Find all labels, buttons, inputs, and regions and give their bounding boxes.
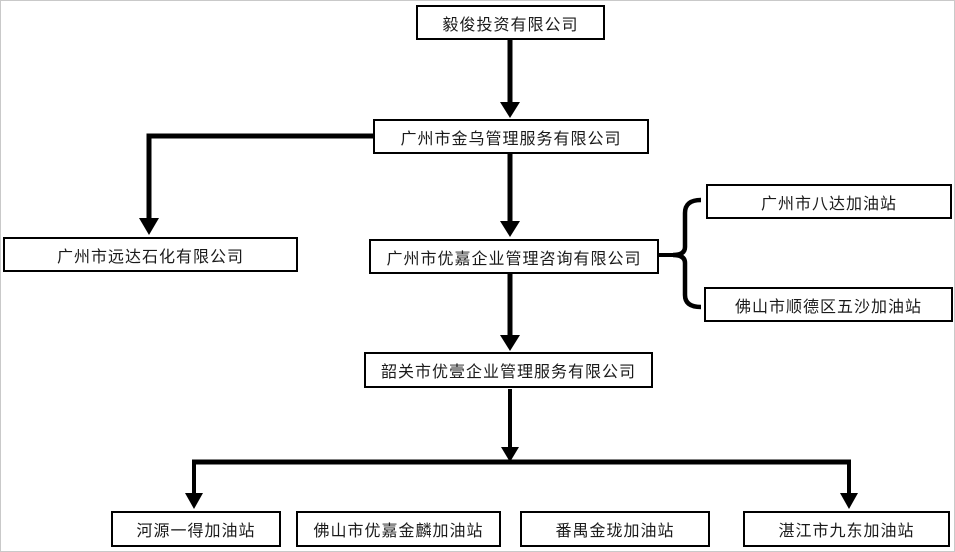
node-label: 佛山市优嘉金麟加油站 <box>313 523 484 540</box>
node-yijun-investment: 毅俊投资有限公司 <box>416 5 605 40</box>
node-label: 广州市优嘉企业管理咨询有限公司 <box>386 250 642 268</box>
arrowhead-jinwu-to-youjia <box>500 221 520 237</box>
node-youyi-management: 韶关市优壹企业管理服务有限公司 <box>364 352 653 388</box>
node-label: 佛山市顺德区五沙加油站 <box>734 298 922 316</box>
node-jinwu-management: 广州市金乌管理服务有限公司 <box>373 119 649 154</box>
node-yuanda-petrochemical: 广州市远达石化有限公司 <box>3 237 298 272</box>
arrowhead-bus-to-zhanjiang <box>840 493 858 509</box>
node-bada-gas-station: 广州市八达加油站 <box>706 184 952 219</box>
node-label: 广州市八达加油站 <box>760 195 897 213</box>
node-heyuan-gas-station: 河源一得加油站 <box>111 511 281 547</box>
node-label: 湛江市九东加油站 <box>778 523 915 540</box>
node-label: 广州市金乌管理服务有限公司 <box>400 130 622 148</box>
node-youjia-consulting: 广州市优嘉企业管理咨询有限公司 <box>369 239 659 274</box>
node-zhanjiang-gas-station: 湛江市九东加油站 <box>743 511 950 547</box>
node-label: 毅俊投资有限公司 <box>442 16 579 34</box>
brace-right-group <box>672 197 702 310</box>
node-wusha-gas-station: 佛山市顺德区五沙加油站 <box>704 287 953 322</box>
node-jinlin-gas-station: 佛山市优嘉金麟加油站 <box>296 511 501 547</box>
node-label: 广州市远达石化有限公司 <box>56 248 244 266</box>
node-label: 河源一得加油站 <box>136 523 256 540</box>
node-label: 韶关市优壹企业管理服务有限公司 <box>380 364 636 381</box>
arrowhead-youyi-to-bus <box>501 447 519 462</box>
node-label: 番禺金珑加油站 <box>555 523 675 540</box>
arrowhead-jinwu-to-yuanda <box>139 218 159 235</box>
arrowhead-root-to-jinwu <box>500 102 520 118</box>
node-panyu-gas-station: 番禺金珑加油站 <box>520 511 710 547</box>
arrowhead-bus-to-heyuan <box>185 493 203 509</box>
arrowhead-youjia-to-youyi <box>500 335 520 351</box>
connector-jinwu-to-yuanda <box>146 133 373 220</box>
